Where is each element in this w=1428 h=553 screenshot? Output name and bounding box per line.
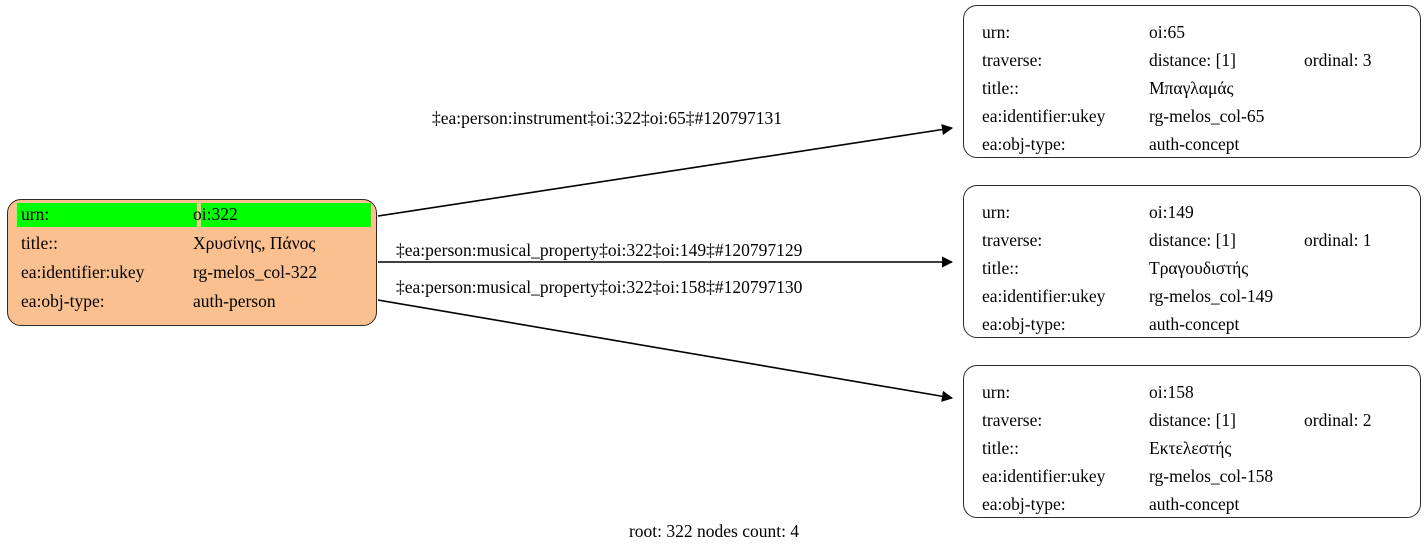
node-oi65-value-ukey: rg-melos_col-65 [1149,106,1265,126]
node-oi149-value-distance: distance: [1] [1149,230,1236,250]
node-root-value-title: Χρυσίνης, Πάνος [193,233,316,253]
node-oi149-value-ordinal: ordinal: 1 [1304,230,1372,250]
node-oi158-value-ukey: rg-melos_col-158 [1149,466,1274,486]
urn-value-highlight [201,203,371,227]
node-root-value-urn: oi:322 [193,204,238,224]
node-root-key-ukey: ea:identifier:ukey [21,262,145,282]
node-oi65-value-distance: distance: [1] [1149,50,1236,70]
node-root-row-objtype: ea:obj-type: auth-person [8,287,376,316]
edge-label-musical-property-oi149: ‡ea:person:musical_property‡oi:322‡oi:14… [396,240,803,260]
node-oi158-key-title: title:: [982,438,1019,458]
edge-label-instrument-oi65: ‡ea:person:instrument‡oi:322‡oi:65‡#1207… [432,108,782,128]
node-oi158[interactable]: urn: oi:158 traverse: distance: [1] ordi… [963,365,1421,518]
node-oi65-table: urn: oi:65 traverse: distance: [1] ordin… [964,6,1420,157]
node-oi149-row-urn: urn: oi:149 [964,198,1420,226]
node-oi149-value-objtype: auth-concept [1149,314,1240,334]
node-oi149-table: urn: oi:149 traverse: distance: [1] ordi… [964,186,1420,337]
node-oi149-key-urn: urn: [982,202,1011,222]
node-oi65-key-urn: urn: [982,22,1011,42]
node-root-row-ukey: ea:identifier:ukey rg-melos_col-322 [8,258,376,287]
node-oi158-row-traverse: traverse: distance: [1] ordinal: 2 [964,406,1420,434]
node-oi65-row-objtype: ea:obj-type: auth-concept [964,130,1420,158]
node-oi65-row-ukey: ea:identifier:ukey rg-melos_col-65 [964,102,1420,130]
node-oi65-value-urn: oi:65 [1149,22,1185,42]
node-oi65-row-traverse: traverse: distance: [1] ordinal: 3 [964,46,1420,74]
node-oi65-key-objtype: ea:obj-type: [982,134,1066,154]
node-root-oi322[interactable]: urn: oi:322 title:: Χρυσίνης, Πάνος ea:i… [7,199,377,326]
node-oi65-value-ordinal: ordinal: 3 [1304,50,1372,70]
node-oi158-value-objtype: auth-concept [1149,494,1240,514]
node-oi149-row-traverse: traverse: distance: [1] ordinal: 1 [964,226,1420,254]
node-oi65-key-title: title:: [982,78,1019,98]
node-oi158-value-ordinal: ordinal: 2 [1304,410,1372,430]
node-root-row-urn: urn: oi:322 [8,200,376,229]
node-root-table: urn: oi:322 title:: Χρυσίνης, Πάνος ea:i… [8,200,376,325]
node-oi158-row-urn: urn: oi:158 [964,378,1420,406]
edge-line-musical-property-oi158 [377,299,954,402]
node-oi149-key-traverse: traverse: [982,230,1043,250]
node-root-value-ukey: rg-melos_col-322 [193,262,318,282]
node-oi149-value-urn: oi:149 [1149,202,1194,222]
node-root-key-objtype: ea:obj-type: [21,291,105,311]
node-oi149[interactable]: urn: oi:149 traverse: distance: [1] ordi… [963,185,1421,338]
urn-key-highlight [17,203,197,227]
node-oi149-row-ukey: ea:identifier:ukey rg-melos_col-149 [964,282,1420,310]
node-oi158-key-ukey: ea:identifier:ukey [982,466,1106,486]
node-oi65-key-ukey: ea:identifier:ukey [982,106,1106,126]
graph-caption: root: 322 nodes count: 4 [628,521,800,541]
node-root-value-objtype: auth-person [193,291,276,311]
node-oi149-row-objtype: ea:obj-type: auth-concept [964,310,1420,338]
node-oi65[interactable]: urn: oi:65 traverse: distance: [1] ordin… [963,5,1421,158]
node-oi149-row-title: title:: Τραγουδιστής [964,254,1420,282]
node-oi158-value-urn: oi:158 [1149,382,1194,402]
node-oi158-table: urn: oi:158 traverse: distance: [1] ordi… [964,366,1420,517]
node-oi149-key-objtype: ea:obj-type: [982,314,1066,334]
node-oi158-value-title: Εκτελεστής [1149,438,1232,458]
node-oi65-key-traverse: traverse: [982,50,1043,70]
node-oi158-value-distance: distance: [1] [1149,410,1236,430]
node-oi158-row-title: title:: Εκτελεστής [964,434,1420,462]
node-root-row-title: title:: Χρυσίνης, Πάνος [8,229,376,258]
node-oi149-value-title: Τραγουδιστής [1149,258,1249,278]
edge-label-musical-property-oi158: ‡ea:person:musical_property‡oi:322‡oi:15… [396,277,803,297]
node-oi65-value-objtype: auth-concept [1149,134,1240,154]
node-root-key-urn: urn: [21,204,50,224]
node-oi149-key-title: title:: [982,258,1019,278]
node-oi158-key-urn: urn: [982,382,1011,402]
node-oi149-value-ukey: rg-melos_col-149 [1149,286,1274,306]
node-oi65-row-title: title:: Μπαγλαμάς [964,74,1420,102]
node-oi149-key-ukey: ea:identifier:ukey [982,286,1106,306]
node-oi65-value-title: Μπαγλαμάς [1149,78,1234,98]
node-oi65-row-urn: urn: oi:65 [964,18,1420,46]
node-oi158-row-ukey: ea:identifier:ukey rg-melos_col-158 [964,462,1420,490]
node-root-key-title: title:: [21,233,58,253]
node-oi158-key-objtype: ea:obj-type: [982,494,1066,514]
node-oi158-row-objtype: ea:obj-type: auth-concept [964,490,1420,518]
edge-line-instrument-oi65 [377,123,954,217]
node-oi158-key-traverse: traverse: [982,410,1043,430]
